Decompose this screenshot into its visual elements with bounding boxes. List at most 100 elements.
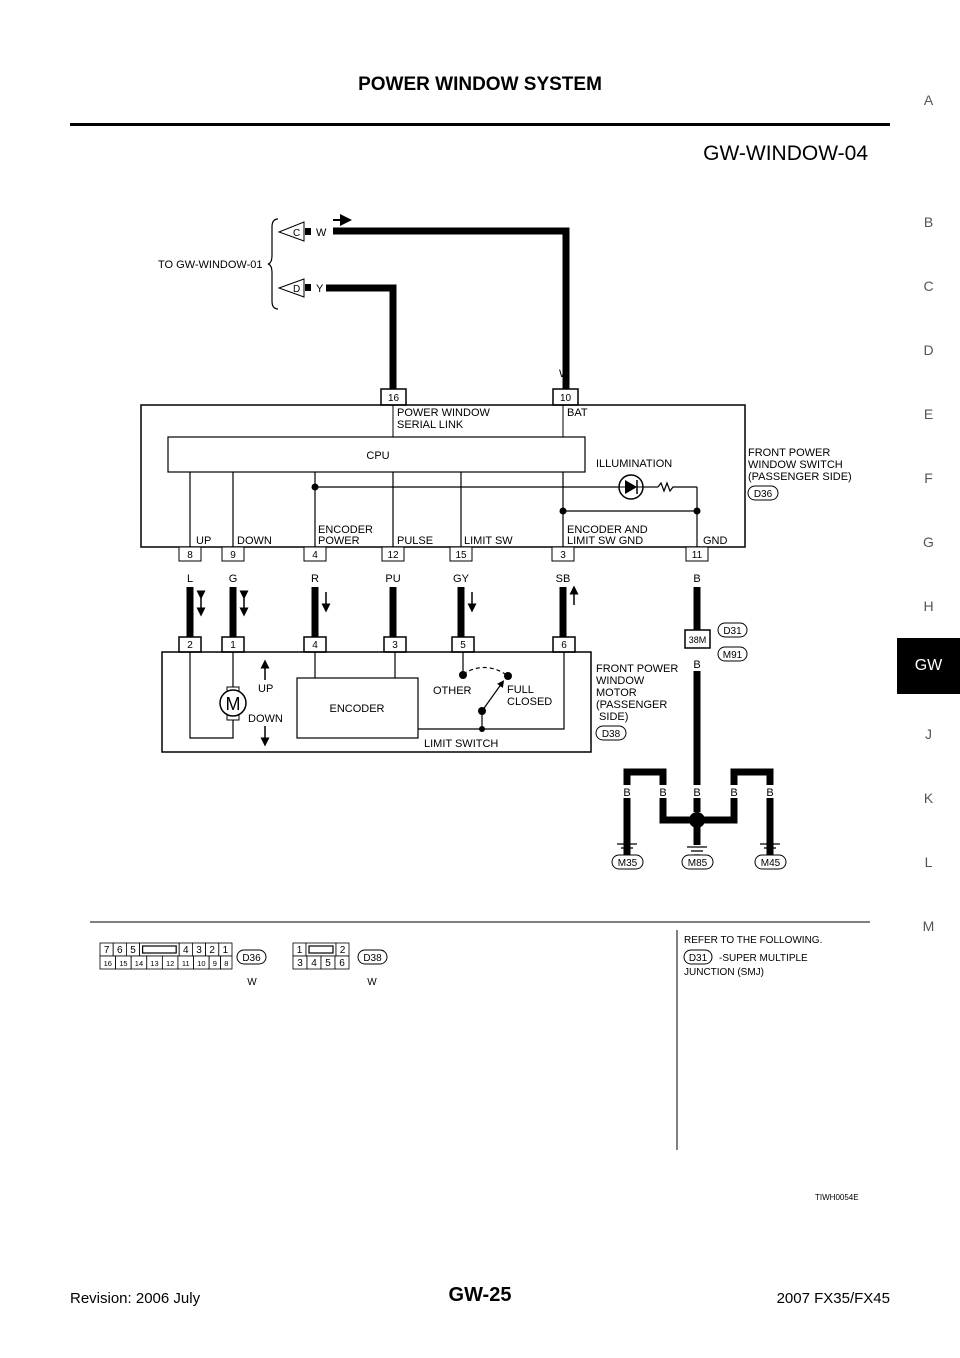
- bracket: [267, 218, 279, 310]
- switch-name: FRONT POWER: [748, 447, 830, 459]
- connector-d36-badge[interactable]: [747, 485, 779, 501]
- motor-pin-3: 3: [392, 640, 398, 651]
- limit-sw-label: LIMIT SW: [464, 535, 513, 547]
- junction-wire-label: B: [693, 659, 700, 671]
- connector-d-label: D: [293, 284, 300, 295]
- ground-m85-badge[interactable]: [681, 854, 714, 870]
- pulse-label: PULSE: [397, 535, 433, 547]
- ground-m45-badge[interactable]: [754, 854, 787, 870]
- switch-name-3: (PASSENGER SIDE): [748, 471, 852, 483]
- encoder-power-label-2: POWER: [318, 535, 360, 547]
- connector-c-icon[interactable]: [277, 221, 305, 242]
- connector-pin-number: 3: [297, 958, 303, 969]
- connector-pin-number: 9: [213, 959, 217, 968]
- front-power-window-switch: 16 10 POWER WINDOW SERIAL LINK BAT CPU I…: [140, 388, 852, 548]
- up-label: UP: [196, 535, 211, 547]
- connector-d38-badge[interactable]: [595, 725, 627, 741]
- refer-d31-badge[interactable]: [683, 949, 713, 965]
- section-tab-f[interactable]: F: [924, 470, 933, 486]
- connector-key: [308, 945, 334, 954]
- refer-desc: -SUPER MULTIPLE: [719, 953, 808, 964]
- connector-pin-number: 6: [339, 958, 345, 969]
- ground-m35-badge[interactable]: [611, 854, 644, 870]
- footer-revision: Revision: 2006 July: [70, 1290, 201, 1307]
- cpu-label: CPU: [366, 450, 389, 462]
- wire-color-sb: SB: [556, 573, 571, 585]
- motor-name-3: MOTOR: [596, 687, 637, 699]
- connector-pin-number: 2: [340, 945, 346, 956]
- ground-circuit: D31 38M M91 B B B B B B M35: [611, 622, 787, 870]
- ground-wire-label: B: [659, 787, 666, 799]
- down-label: DOWN: [237, 535, 272, 547]
- junction-d31-label: D31: [723, 626, 742, 637]
- motor-pin-4: 4: [312, 640, 318, 651]
- junction-pin-38m: 38M: [689, 635, 707, 645]
- section-tab-h[interactable]: H: [923, 598, 934, 614]
- connector-d36-label: D36: [754, 489, 773, 500]
- refer-d31-label: D31: [689, 953, 708, 964]
- motor-name-5: SIDE): [596, 711, 628, 723]
- connector-pin-number: 15: [119, 959, 127, 968]
- refer-heading: REFER TO THE FOLLOWING.: [684, 935, 822, 946]
- section-tab-b[interactable]: B: [923, 214, 934, 230]
- wire-color-g: G: [229, 573, 238, 585]
- motor-down-label: DOWN: [248, 713, 283, 725]
- ground-m35-label: M35: [618, 858, 638, 869]
- section-tab-m[interactable]: M: [922, 918, 935, 934]
- connector-d-icon[interactable]: [277, 278, 305, 298]
- ground-wire-label: B: [693, 787, 700, 799]
- section-tab-e[interactable]: E: [923, 406, 934, 422]
- connector-pin-number: 7: [104, 945, 110, 956]
- switch-box: [140, 404, 746, 548]
- ground-m45-label: M45: [761, 858, 781, 869]
- connector-pin-number: 10: [197, 959, 205, 968]
- connector-pin-number: 4: [183, 945, 189, 956]
- connector-pin-number: 5: [325, 958, 331, 969]
- connector-pin-number: 12: [166, 959, 174, 968]
- ground-icon: [760, 843, 780, 853]
- connector-d38-label: D38: [602, 729, 621, 740]
- to-label: TO GW-WINDOW-01: [158, 259, 263, 271]
- view-d36-badge[interactable]: [236, 949, 267, 965]
- pin-8: 8: [187, 550, 193, 561]
- pin-16: 16: [388, 393, 400, 404]
- motor-box: [161, 651, 592, 753]
- connector-pin-number: 11: [182, 959, 190, 968]
- switch-motor-harness: 8 9 4 12 15 3 11 L G R PU GY SB B: [178, 546, 709, 637]
- motor-name-4: (PASSENGER: [596, 699, 667, 711]
- motor-name-2: WINDOW: [596, 675, 645, 687]
- connector-pin-number: 8: [224, 959, 228, 968]
- section-tab-j[interactable]: J: [925, 726, 932, 742]
- section-tab-d[interactable]: D: [923, 342, 934, 358]
- connector-d31-badge[interactable]: [717, 622, 748, 638]
- section-tab-g[interactable]: G: [923, 534, 934, 550]
- view-d38-badge[interactable]: [357, 949, 388, 965]
- section-tab-l[interactable]: L: [924, 854, 933, 870]
- connector-pin-number: 6: [117, 945, 123, 956]
- pin-12: 12: [387, 550, 399, 561]
- bat-label: BAT: [567, 407, 588, 419]
- connector-m91-badge[interactable]: [717, 646, 748, 662]
- view-d38-color: W: [367, 977, 377, 988]
- refer-desc-2: JUNCTION (SMJ): [684, 967, 764, 978]
- full-closed-label: FULL: [507, 684, 534, 696]
- connector-cavity: [334, 955, 350, 970]
- footer-model: 2007 FX35/FX45: [776, 1290, 890, 1307]
- section-tab-gw[interactable]: GW: [897, 638, 960, 694]
- limit-switch-label: LIMIT SWITCH: [424, 738, 498, 750]
- section-tab-c[interactable]: C: [923, 278, 934, 294]
- pin-10: 10: [560, 393, 572, 404]
- section-tab-k[interactable]: K: [923, 790, 934, 806]
- cpu-box: [167, 436, 586, 473]
- view-d36-label: D36: [242, 953, 261, 964]
- motor-m-label: M: [226, 694, 241, 714]
- to-window-01-group: TO GW-WINDOW-01 C W D Y Y W: [158, 214, 570, 390]
- wire-w-label: W: [316, 227, 327, 239]
- section-tab-a[interactable]: A: [923, 92, 934, 108]
- footer-page-number: GW-25: [448, 1284, 512, 1306]
- gnd-label: GND: [703, 535, 728, 547]
- connector-pin-number: 1: [297, 945, 303, 956]
- serial-link-label: POWER WINDOW: [397, 407, 490, 419]
